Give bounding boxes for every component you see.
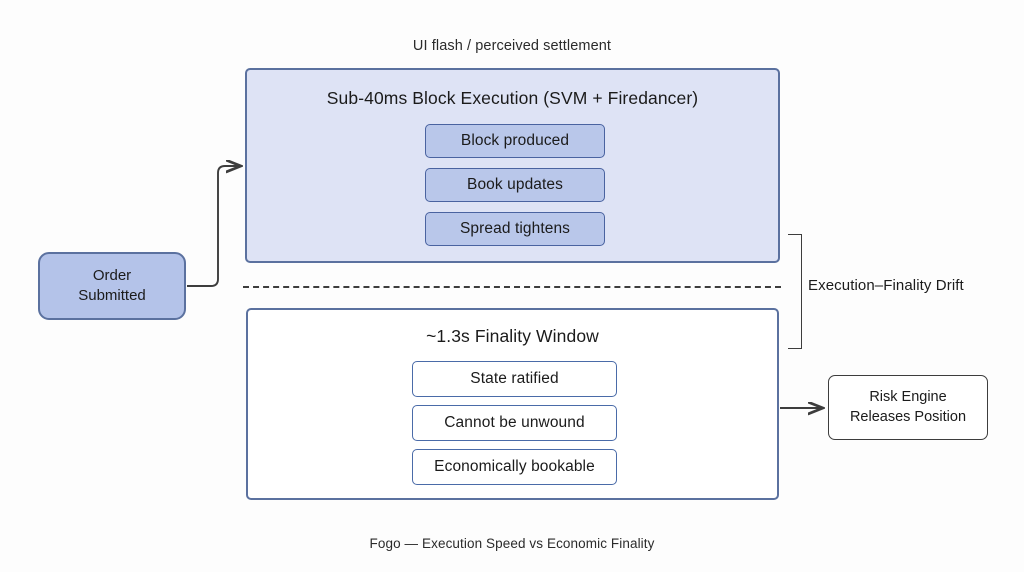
- finality-item-state-ratified[interactable]: State ratified: [412, 361, 617, 397]
- execution-panel-title: Sub-40ms Block Execution (SVM + Firedanc…: [326, 88, 699, 108]
- panel-execution[interactable]: Sub-40ms Block Execution (SVM + Firedanc…: [245, 68, 780, 263]
- bottom-caption: Fogo — Execution Speed vs Economic Final…: [369, 536, 655, 551]
- node-order-submitted[interactable]: Order Submitted: [38, 252, 186, 320]
- top-caption: UI flash / perceived settlement: [412, 38, 612, 54]
- execution-item-block-produced[interactable]: Block produced: [425, 124, 605, 158]
- drift-bracket-icon: [788, 234, 802, 349]
- finality-item-economically-bookable[interactable]: Economically bookable: [412, 449, 617, 485]
- arrow-order-to-execution: [187, 166, 240, 287]
- panel-finality[interactable]: ~1.3s Finality Window State ratified Can…: [246, 308, 779, 500]
- order-submitted-line2: Submitted: [78, 287, 146, 304]
- finality-item-cannot-be-unwound[interactable]: Cannot be unwound: [412, 405, 617, 441]
- node-risk-engine[interactable]: Risk Engine Releases Position: [828, 375, 988, 440]
- drift-label: Execution–Finality Drift: [808, 277, 964, 294]
- execution-item-spread-tightens[interactable]: Spread tightens: [425, 212, 605, 246]
- execution-finality-divider: [243, 286, 781, 288]
- finality-panel-title: ~1.3s Finality Window: [426, 326, 599, 346]
- order-submitted-line1: Order: [92, 266, 132, 284]
- risk-engine-line1: Risk Engine: [869, 388, 947, 405]
- risk-engine-line2: Releases Position: [849, 408, 967, 425]
- execution-item-book-updates[interactable]: Book updates: [425, 168, 605, 202]
